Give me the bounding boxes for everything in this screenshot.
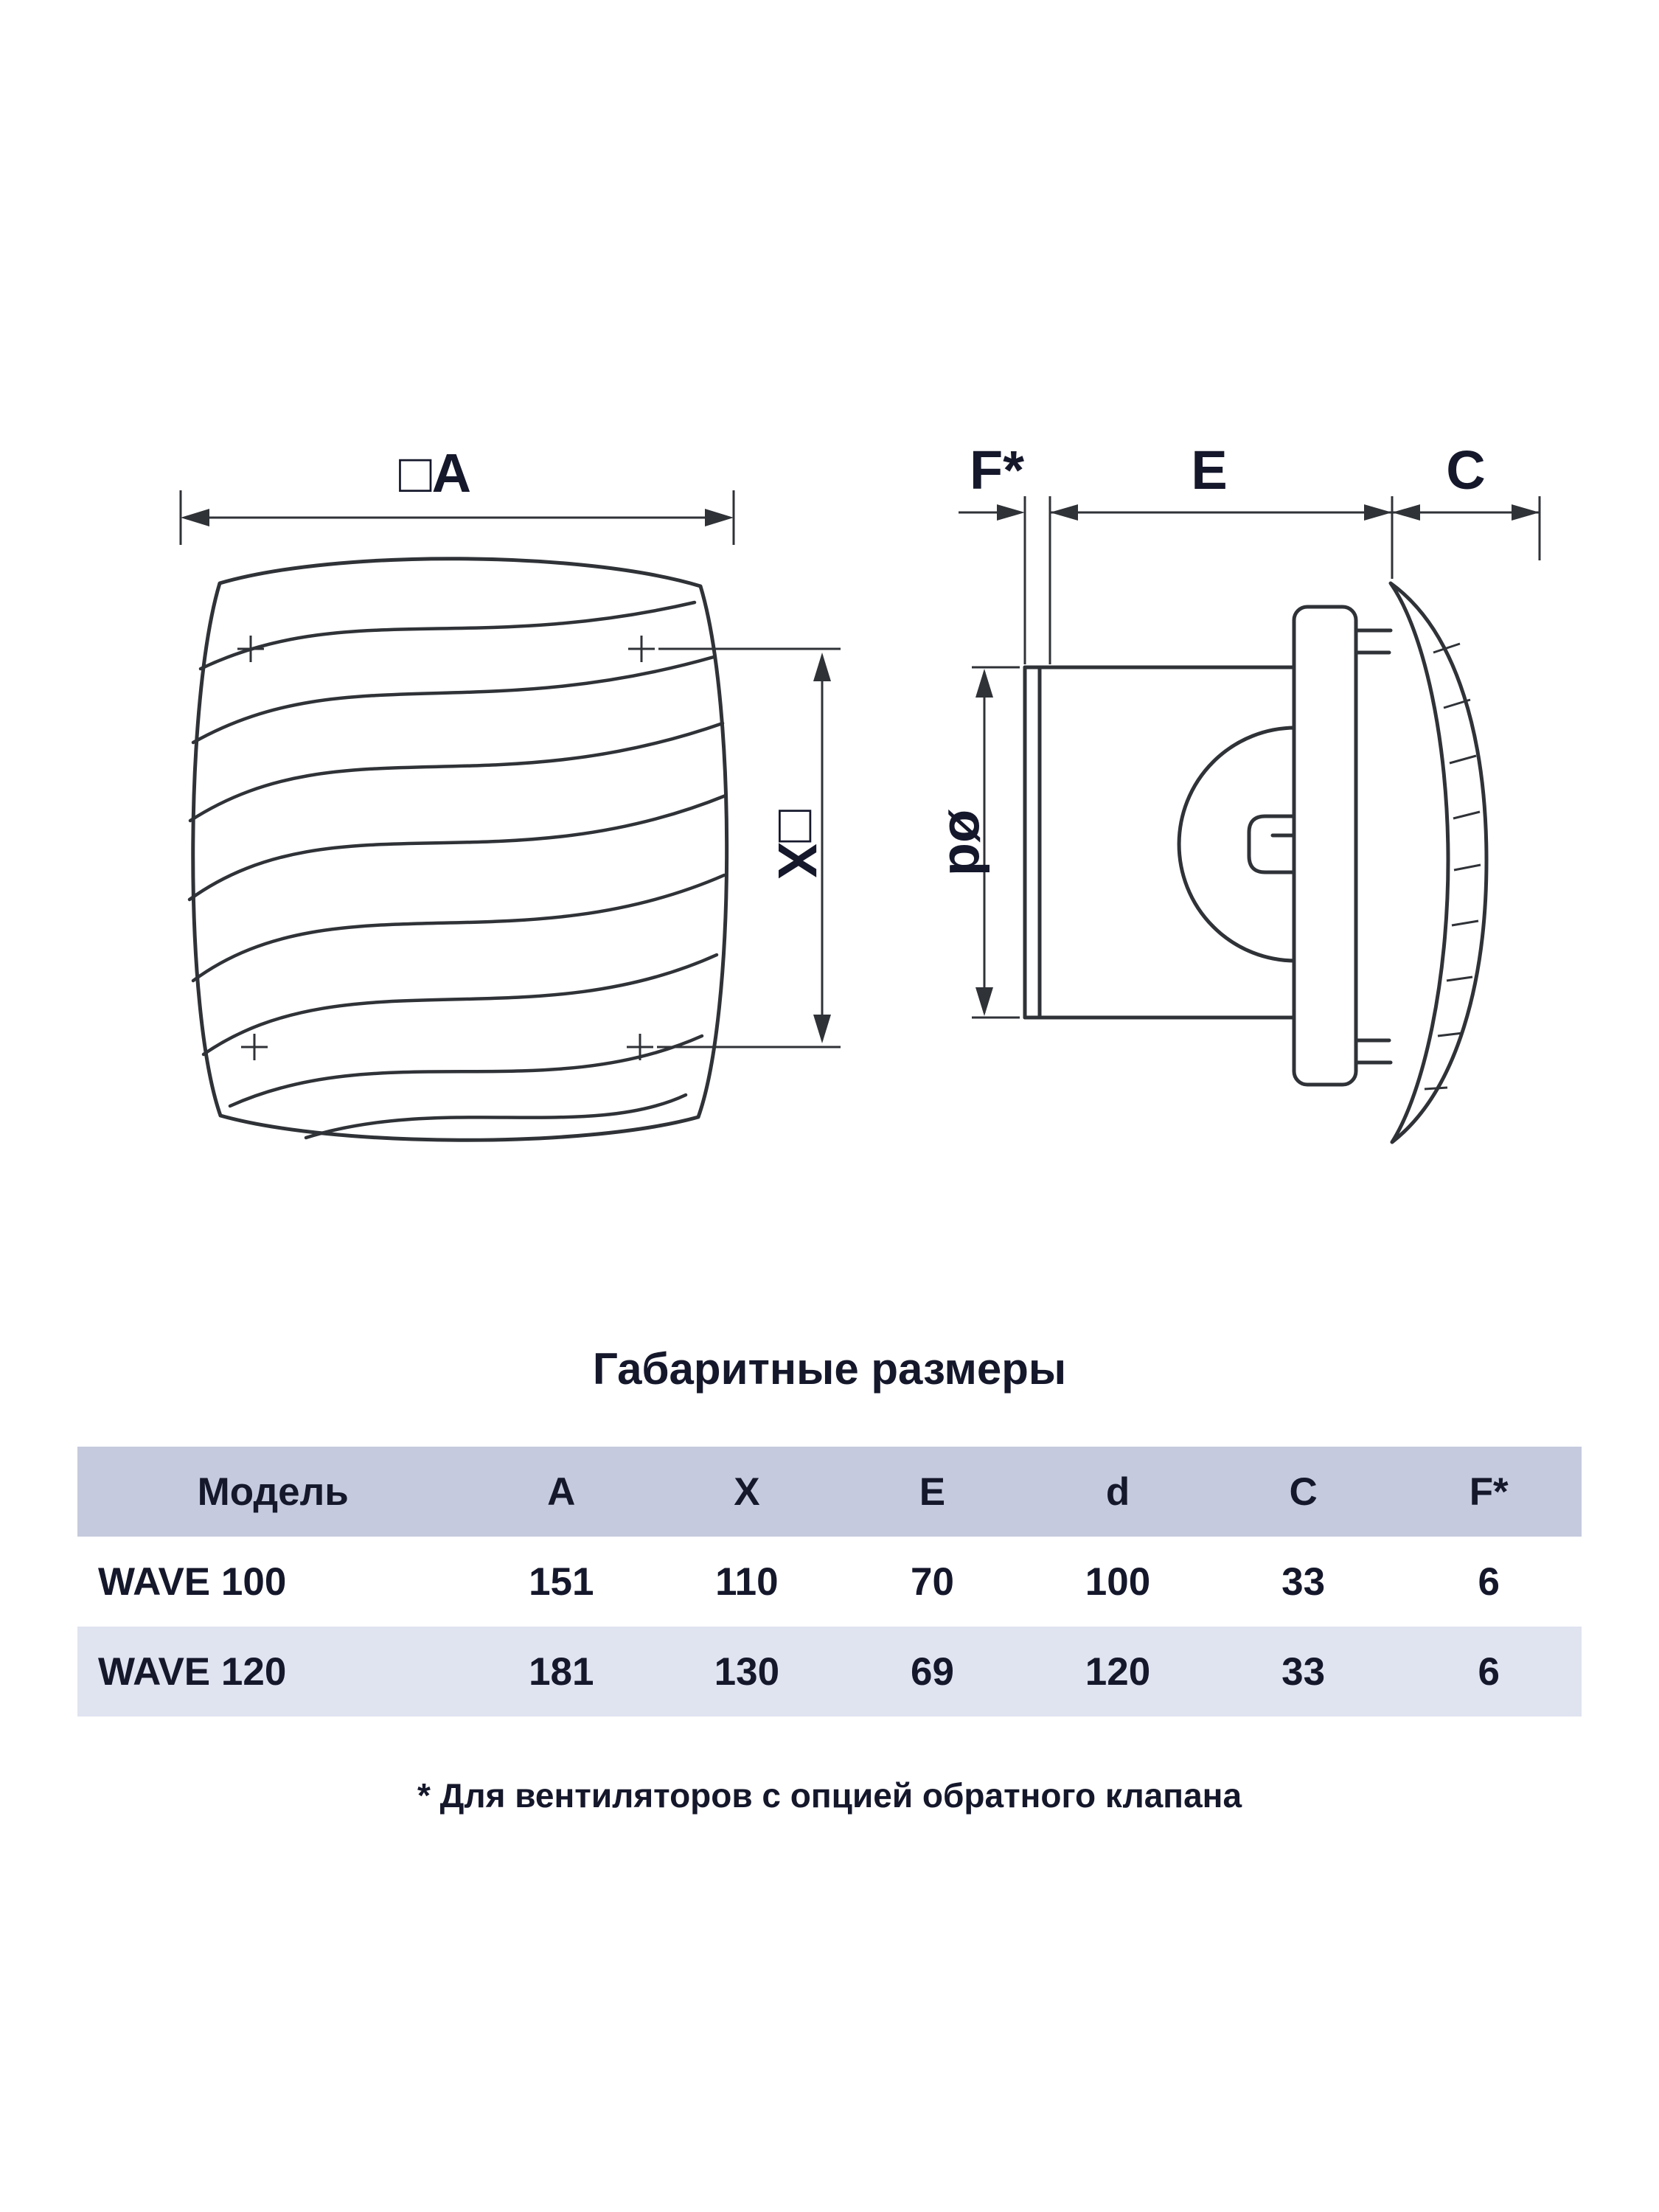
dimension-x: □X: [657, 647, 841, 1048]
table-cell: 33: [1281, 1649, 1326, 1694]
cover-profile: [1388, 581, 1489, 1144]
wave-pattern: [187, 600, 728, 1140]
table-cell: 6: [1478, 1559, 1500, 1604]
front-view: □A: [179, 442, 841, 1142]
dimension-top: F* E C: [959, 439, 1541, 664]
table-header-row: Модель A X E d C F*: [77, 1447, 1582, 1537]
table-row: WAVE 100 151 110 70 100 33 6: [77, 1537, 1582, 1627]
duct-profile: [1023, 665, 1298, 1020]
table-cell: 110: [715, 1559, 779, 1604]
cover-ripples: [1424, 642, 1481, 1091]
dimension-a: □A: [179, 442, 735, 545]
cover-connectors: [1354, 628, 1393, 1065]
footnote: * Для вентиляторов с опцией обратного кл…: [417, 1776, 1242, 1815]
column-header-e: E: [919, 1470, 946, 1514]
table-cell: 69: [910, 1649, 954, 1694]
arrow-up-icon: [975, 669, 993, 698]
fixing-clip: [1247, 814, 1298, 874]
column-header-d: d: [1105, 1470, 1130, 1514]
column-header-f: F*: [1469, 1470, 1509, 1514]
table-cell: 120: [1085, 1649, 1151, 1694]
arrow-down-icon: [975, 987, 993, 1016]
dim-label-x: □X: [767, 810, 828, 879]
dimension-diagram: □A: [179, 439, 1541, 1144]
arrow-up-icon: [813, 653, 831, 681]
arrow-down-icon: [813, 1015, 831, 1043]
section-title: Габаритные размеры: [592, 1344, 1067, 1394]
dim-label-a: □A: [399, 442, 471, 504]
arrow-right-icon: [1512, 504, 1540, 521]
table-cell: 130: [714, 1649, 780, 1694]
table-cell: 100: [1085, 1559, 1151, 1604]
table-cell: 33: [1281, 1559, 1326, 1604]
table-cell: 70: [910, 1559, 954, 1604]
table-cell: 6: [1478, 1649, 1500, 1694]
impeller-hub-arc: [1177, 726, 1298, 963]
table-cell-model: WAVE 100: [98, 1559, 287, 1604]
table-cell: 181: [529, 1649, 594, 1694]
mounting-plate: [1292, 605, 1358, 1087]
registration-marks: [237, 636, 655, 1060]
table-row: WAVE 120 181 130 69 120 33 6: [77, 1627, 1582, 1717]
arrow-left-icon: [181, 509, 209, 526]
table-cell: 151: [529, 1559, 594, 1604]
column-header-model: Модель: [197, 1470, 349, 1514]
table-cell-model: WAVE 120: [98, 1649, 287, 1694]
column-header-c: C: [1289, 1470, 1318, 1514]
dim-label-f: F*: [970, 439, 1024, 501]
arrow-right-icon: [705, 509, 734, 526]
column-header-x: X: [734, 1470, 760, 1514]
fan-front-outline: [191, 557, 729, 1142]
dim-label-c: C: [1446, 439, 1485, 501]
side-view: F* E C: [938, 439, 1541, 1144]
arrow-right-icon: [1364, 504, 1392, 521]
column-header-a: A: [547, 1470, 576, 1514]
dim-label-e: E: [1191, 439, 1227, 501]
arrow-right-icon: [997, 504, 1025, 521]
dim-label-d: ød: [938, 810, 999, 876]
dimensions-table: Модель A X E d C F* WAVE 100 151 110 70 …: [77, 1447, 1582, 1717]
dimension-d: ød: [938, 666, 1020, 1019]
